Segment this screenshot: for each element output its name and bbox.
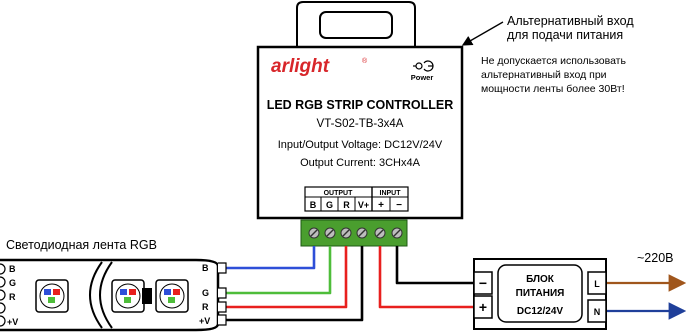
alt-input-note-line2: для подачи питания (507, 28, 624, 42)
output-pin-g: G (326, 200, 333, 210)
input-header: INPUT (380, 190, 402, 197)
controller-current: Output Current: 3CHx4A (300, 157, 420, 169)
psu-plus-label: + (479, 299, 487, 315)
controller-voltage: Input/Output Voltage: DC12V/24V (278, 139, 443, 151)
warning-line2: альтернативный вход при (481, 69, 607, 81)
strip-right-pin-g: G (202, 288, 209, 298)
controller-mount-tab (296, 1, 416, 50)
power-jack-icon (413, 60, 434, 72)
wire-red-psu (378, 246, 474, 309)
warning-line1: Не допускается использовать (481, 55, 626, 67)
strip-left-pin-r: R (9, 292, 16, 302)
alt-input-note-line1: Альтернативный вход (507, 14, 634, 28)
input-pin-plus: + (378, 200, 384, 211)
controller-title: LED RGB STRIP CONTROLLER (267, 98, 454, 112)
output-pin-b: B (310, 200, 317, 210)
wires (224, 246, 687, 322)
controller-model: VT-S02-TB-3x4A (317, 118, 404, 130)
led-chip-icon (35, 279, 69, 313)
led-chip-icon (111, 279, 145, 313)
strip-left-pin-g: G (9, 278, 16, 288)
psu-minus-label: − (479, 275, 487, 291)
warning-line3: мощности ленты более 30Вт! (481, 83, 625, 95)
strip-right-pin-b: B (202, 263, 209, 273)
wire-black-psu (395, 246, 474, 285)
led-chip-icon (155, 279, 189, 313)
brand-logo: arlight (271, 56, 330, 77)
mains-voltage-label: ~220В (637, 251, 674, 265)
psu-l-label: L (594, 279, 600, 289)
brand-registered-mark: ® (362, 57, 368, 65)
wire-red (224, 246, 348, 309)
terminal-label-block (304, 186, 409, 212)
output-pin-vplus: V+ (358, 200, 369, 210)
output-header: OUTPUT (324, 190, 354, 197)
strip-left-pin-b: B (9, 264, 16, 274)
alt-input-arrow (461, 21, 504, 46)
power-supply (473, 258, 607, 330)
power-label: Power (411, 73, 434, 82)
wire-green (224, 246, 332, 295)
wire-blue (224, 246, 316, 270)
psu-title-line3: DC12/24V (517, 306, 563, 317)
strip-title: Светодиодная лента RGB (6, 238, 157, 252)
output-pin-r: R (343, 200, 350, 210)
psu-title-line1: БЛОК (526, 274, 555, 285)
strip-right-pin-v: +V (199, 316, 210, 326)
psu-n-label: N (594, 307, 601, 317)
psu-title-line2: ПИТАНИЯ (516, 288, 565, 299)
wire-black-vplus (224, 246, 364, 322)
input-pin-minus: − (396, 200, 402, 211)
resistor-icon (142, 288, 152, 304)
strip-right-pin-r: R (202, 302, 209, 312)
strip-left-pin-v: +V (7, 317, 18, 327)
terminal-block (300, 219, 408, 247)
